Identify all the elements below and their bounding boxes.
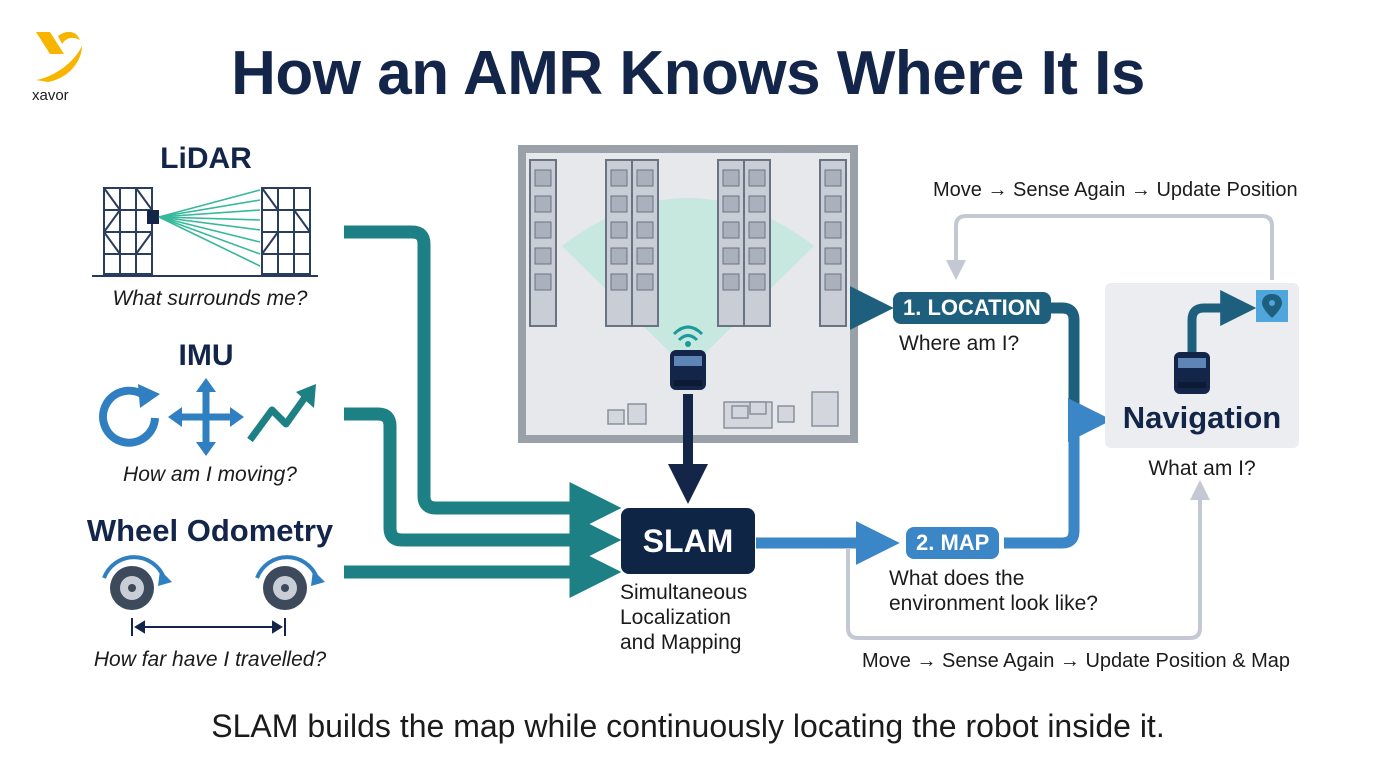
lidar-question: What surrounds me? — [112, 287, 308, 310]
location-badge: 1. LOCATION — [893, 292, 1051, 324]
lidar-icon — [92, 187, 318, 277]
top-loop-arrow — [946, 214, 1274, 280]
map-badge: 2. MAP — [906, 527, 1000, 559]
lidar-to-slam-arrow — [344, 225, 622, 534]
lidar-title: LiDAR — [160, 142, 252, 175]
warehouse-map — [518, 145, 858, 443]
trend-up-icon — [247, 384, 316, 443]
page-title: How an AMR Knows Where It Is — [231, 39, 1145, 108]
nav-robot-icon — [1174, 352, 1210, 394]
map-description: What does the environment look like? — [889, 566, 1098, 616]
slam-desc-line2: Localization — [620, 606, 731, 629]
bottom-loop-label: Move → Sense Again → Update Position & M… — [862, 650, 1291, 672]
wheel-right-icon — [255, 555, 325, 610]
xavor-logo-icon — [36, 31, 82, 82]
wheel-left-icon — [102, 555, 172, 610]
wheel-odometry-question: How far have I travelled? — [93, 648, 327, 671]
navigation-label: Navigation — [1122, 400, 1282, 435]
location-description: Where am I? — [899, 332, 1020, 355]
location-pin-icon — [1256, 290, 1288, 322]
map-to-navigation-arrow — [1004, 398, 1112, 549]
slam-description: Simultaneous Localization and Mapping — [620, 580, 747, 655]
brand-name: xavor — [32, 87, 69, 104]
imu-to-slam-arrow — [344, 407, 622, 566]
robot-icon — [670, 350, 706, 390]
navigation-description: What am I? — [1148, 457, 1256, 480]
move-arrows-icon — [168, 378, 244, 456]
map-desc-line2: environment look like? — [889, 592, 1098, 615]
imu-title: IMU — [178, 339, 234, 372]
bottom-loop-arrow — [846, 480, 1210, 640]
map-desc-line1: What does the — [889, 567, 1025, 590]
footer-caption: SLAM builds the map while continuously l… — [211, 708, 1165, 744]
rotation-icon — [99, 384, 160, 447]
top-loop-label: Move → Sense Again → Update Position — [933, 179, 1298, 201]
slam-desc-line1: Simultaneous — [620, 581, 748, 604]
imu-question: How am I moving? — [123, 463, 297, 486]
wheel-odometry-title: Wheel Odometry — [86, 513, 334, 548]
slam-desc-line3: and Mapping — [620, 631, 742, 654]
distance-indicator — [131, 618, 286, 636]
slam-box: SLAM — [621, 508, 755, 574]
